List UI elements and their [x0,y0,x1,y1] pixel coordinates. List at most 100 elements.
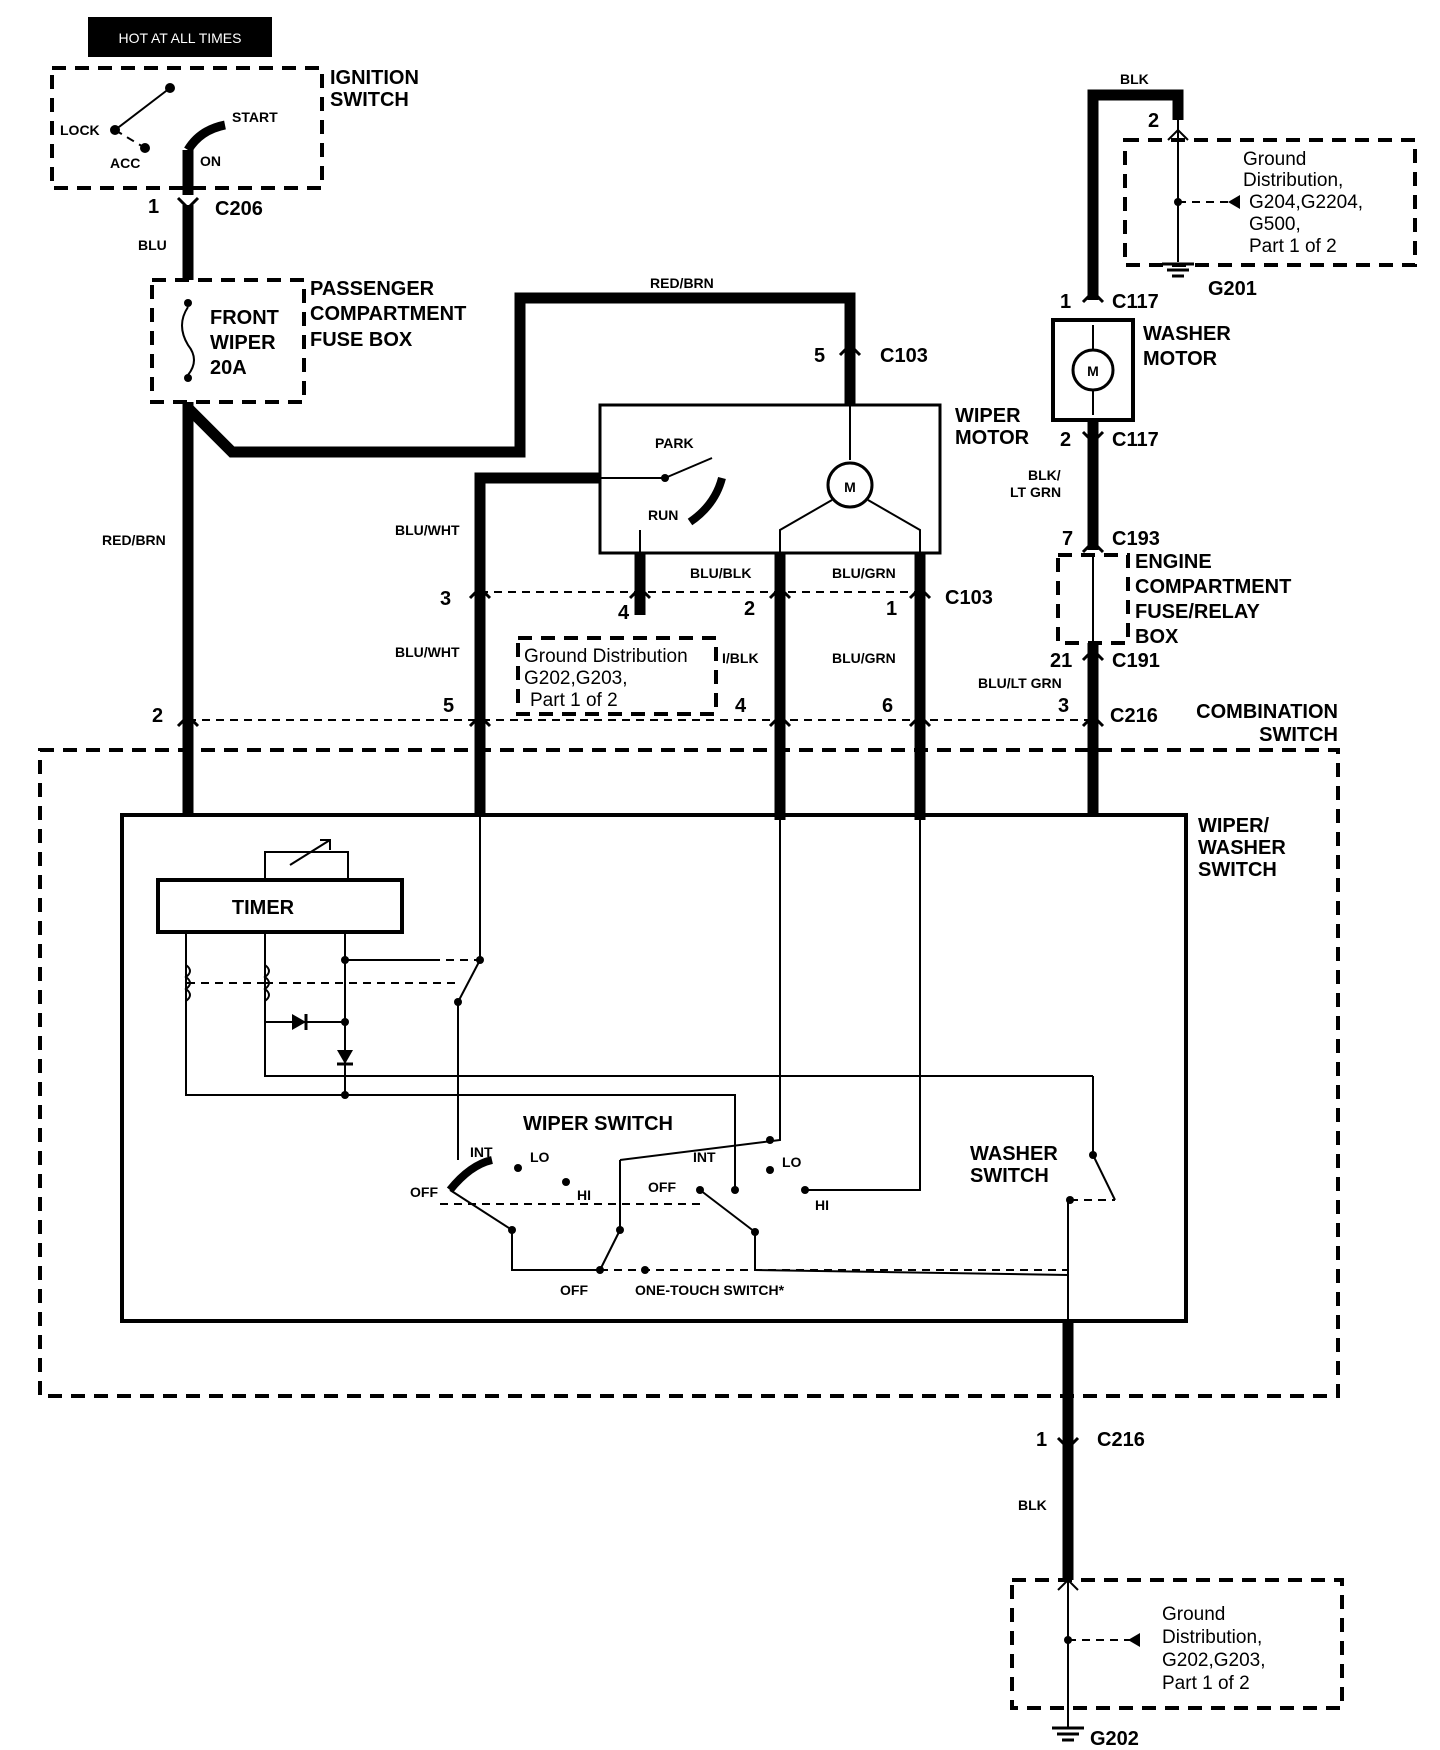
ignition-lock: LOCK [60,122,100,138]
ground-top-2: Distribution, [1243,170,1343,191]
connector-c103-top: C103 [880,345,928,367]
ww-title-1: WIPER/ [1198,815,1270,837]
fuse-icon [181,299,195,382]
timer-circuit [184,815,1093,1190]
pin-c216-4: 4 [735,695,747,717]
pin-c117-2: 2 [1060,429,1071,451]
ignition-start: START [232,109,278,125]
hot-banner-text: HOT AT ALL TIMES [119,30,242,46]
wire-blu: BLU [138,237,167,253]
pin-c216-1: 1 [1036,1429,1047,1451]
wire-blu-grn-1: BLU/GRN [832,565,896,581]
ignition-title-1: IGNITION [330,67,419,89]
wire-red-brn-left-label: RED/BRN [102,532,166,548]
wiper-motor-park: PARK [655,435,694,451]
fuse-label-3: 20A [210,357,247,379]
ws-one-touch: ONE-TOUCH SWITCH* [635,1282,785,1298]
pin-g201-2: 2 [1148,110,1159,132]
fuse-label-2: WIPER [210,332,276,354]
timer-box [156,878,404,934]
ww-title-3: SWITCH [1198,859,1277,881]
wire-blk-top [1087,89,1184,300]
ground-top-5: Part 1 of 2 [1249,236,1337,257]
pin-c103-1: 1 [886,598,897,620]
ground-top-symbol-icon [1162,262,1194,278]
connector-c103-top-mark [838,342,862,357]
ground-bot-2: Distribution, [1162,1627,1262,1648]
pin-c216-6: 6 [882,695,893,717]
connector-c216-bot-mark [1056,1436,1080,1451]
ignition-switch-contacts [110,83,227,195]
ignition-switch-box [50,66,324,190]
pin-c103-2: 2 [744,598,755,620]
ground-top-box [1123,138,1417,267]
wire-blk-lt-grn-2: LT GRN [1010,484,1061,500]
ground-top-internals [1167,120,1240,262]
ws-hi2: HI [815,1197,829,1213]
wire-blk-bot: BLK [1018,1497,1047,1513]
combination-switch-box [38,748,1340,1398]
ground-mid-box [516,636,718,716]
wire-blu-wht [474,472,600,720]
ground-mid-3: Part 1 of 2 [530,690,618,711]
ws-int2: INT [693,1149,716,1165]
engine-box-1: ENGINE [1135,551,1212,573]
wire-blu-wht-1: BLU/WHT [395,522,460,538]
connector-c117-bot-mark [1081,430,1105,445]
connector-c117-top: C117 [1112,291,1159,313]
wiper-motor-title-1: WIPER [955,405,1021,427]
washer-motor-internals [1071,325,1115,415]
pin-c216-2: 2 [152,705,163,727]
ground-bot-box [1010,1578,1344,1710]
timer-label: TIMER [232,897,295,919]
wire-red-brn-loop [182,292,856,458]
wire-blk-lt-grn-1: BLK/ [1028,467,1061,483]
wire-blu-grn-2: BLU/GRN [832,650,896,666]
ignition-on: ON [200,153,221,169]
wire-blu-blk-1: BLU/BLK [690,565,751,581]
ws-lo2: LO [782,1154,802,1170]
pin-c193-7: 7 [1062,528,1073,550]
fuse-label-1: FRONT [210,307,279,329]
pin-c216-3: 3 [1058,695,1069,717]
ground-top-g201: G201 [1208,278,1257,300]
ground-mid-2: G202,G203, [524,668,628,689]
combo-title-1: COMBINATION [1196,701,1338,723]
wiper-switch-contacts [440,815,1069,1276]
wiper-motor-run: RUN [648,507,678,523]
ws-off2: OFF [648,1179,676,1195]
connector-c103-row: C103 [945,587,993,609]
ground-bot-3: G202,G203, [1162,1650,1266,1671]
connector-c206: C206 [215,198,263,220]
fusebox-title-3: FUSE BOX [310,329,413,351]
ww-title-2: WASHER [1198,837,1286,859]
washer-switch-2: SWITCH [970,1165,1049,1187]
connector-c193: C193 [1112,528,1160,550]
connector-row-marks [176,539,1105,728]
ground-top-4: G500, [1249,214,1301,235]
connector-c191: C191 [1112,650,1160,672]
wire-red-brn-top: RED/BRN [650,275,714,291]
engine-box-3: FUSE/RELAY [1135,601,1261,623]
fusebox-title-1: PASSENGER [310,278,435,300]
fusebox-title-2: COMPARTMENT [310,303,466,325]
wiper-motor-m: M [844,479,856,495]
ground-bot-internals [1057,1578,1140,1728]
ground-top-3: G204,G2204, [1249,192,1363,213]
ignition-acc: ACC [110,155,140,171]
wire-blk-top-label: BLK [1120,71,1149,87]
ground-bot-symbol-icon [1052,1726,1084,1742]
ground-bot-1: Ground [1162,1604,1225,1625]
connector-c117-bot: C117 [1112,429,1159,451]
connector-c117-top-mark [1081,289,1105,304]
pin-c191-21: 21 [1050,650,1072,672]
ground-bot-g202: G202 [1090,1728,1139,1750]
washer-switch-1: WASHER [970,1143,1058,1165]
ground-bot-4: Part 1 of 2 [1162,1673,1250,1694]
wire-blu-blk-2: I/BLK [722,650,759,666]
hot-banner-box [88,17,272,57]
washer-switch-contacts [1066,1076,1116,1321]
wiper-switch-title: WIPER SWITCH [523,1113,673,1135]
wire-blu-wht-2: BLU/WHT [395,644,460,660]
wiper-motor-internals [600,405,921,553]
